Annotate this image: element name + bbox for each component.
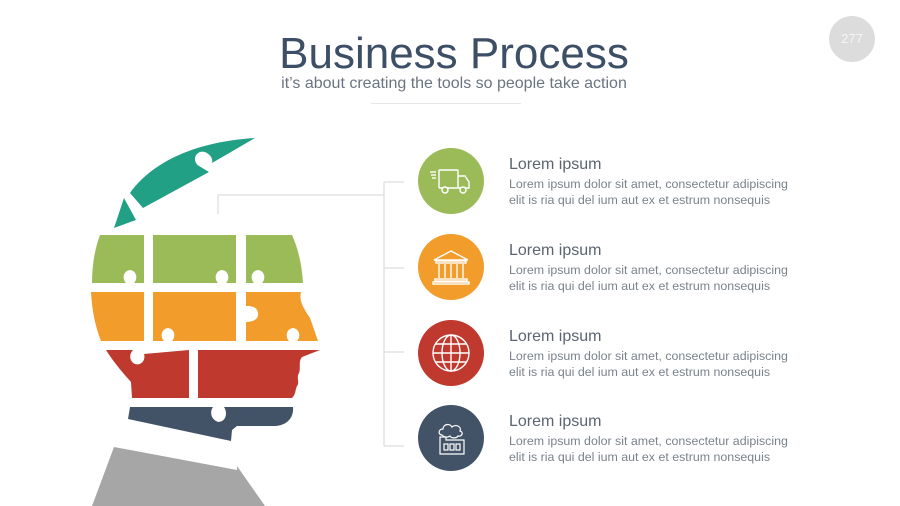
puzzle-piece-teal <box>114 138 255 228</box>
item-title: Lorem ipsum <box>509 328 602 345</box>
item-description: Lorem ipsum dolor sit amet, consectetur … <box>509 176 839 208</box>
connector-lines <box>217 181 404 447</box>
puzzle-row-green <box>92 235 303 283</box>
item-description-line: elit is ria qui del ium aut ex et estrum… <box>509 193 771 207</box>
process-item-4: Lorem ipsum Lorem ipsum dolor sit amet, … <box>418 405 858 471</box>
truck-icon <box>418 148 484 214</box>
globe-icon <box>418 320 484 386</box>
item-description-line: elit is ria qui del ium aut ex et estrum… <box>509 279 771 293</box>
item-title: Lorem ipsum <box>509 156 602 173</box>
item-description-line: Lorem ipsum dolor sit amet, consectetur … <box>509 349 788 363</box>
item-description-line: Lorem ipsum dolor sit amet, consectetur … <box>509 263 788 277</box>
item-description-line: elit is ria qui del ium aut ex et estrum… <box>509 365 771 379</box>
puzzle-row-red <box>106 350 320 398</box>
shoulders-gray <box>92 447 265 506</box>
factory-icon <box>418 405 484 471</box>
item-description-line: Lorem ipsum dolor sit amet, consectetur … <box>509 177 788 191</box>
process-item-3: Lorem ipsum Lorem ipsum dolor sit amet, … <box>418 320 858 386</box>
title-divider <box>371 103 521 104</box>
page-subtitle: it’s about creating the tools so people … <box>281 75 627 92</box>
process-item-1: Lorem ipsum Lorem ipsum dolor sit amet, … <box>418 148 858 214</box>
item-description: Lorem ipsum dolor sit amet, consectetur … <box>509 433 839 465</box>
page-title: Business Process <box>279 29 629 78</box>
bank-icon <box>418 234 484 300</box>
item-description-line: Lorem ipsum dolor sit amet, consectetur … <box>509 434 788 448</box>
process-item-2: Lorem ipsum Lorem ipsum dolor sit amet, … <box>418 234 858 300</box>
page-number-badge: 277 <box>829 16 875 62</box>
puzzle-row-navy <box>128 407 294 441</box>
item-title: Lorem ipsum <box>509 413 602 430</box>
item-title: Lorem ipsum <box>509 242 602 259</box>
item-description: Lorem ipsum dolor sit amet, consectetur … <box>509 348 839 380</box>
puzzle-row-orange <box>91 292 318 341</box>
item-description: Lorem ipsum dolor sit amet, consectetur … <box>509 262 839 294</box>
item-description-line: elit is ria qui del ium aut ex et estrum… <box>509 450 771 464</box>
